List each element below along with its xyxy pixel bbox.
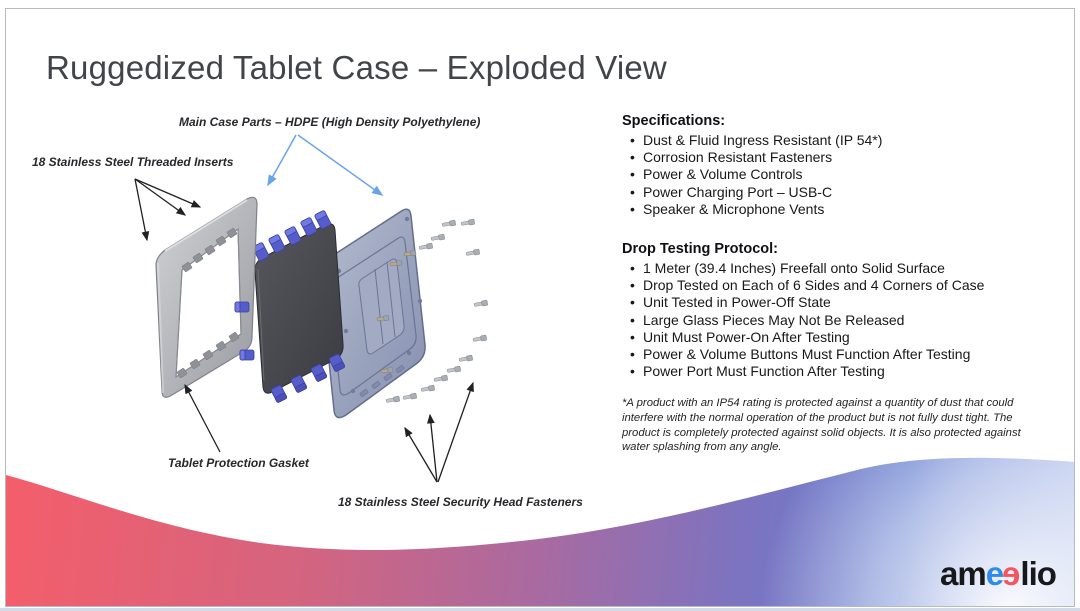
fastener-screws (385, 218, 488, 403)
ameelio-logo: ameelio (940, 555, 1057, 593)
drop-testing-list: 1 Meter (39.4 Inches) Freefall onto Soli… (622, 260, 1047, 381)
drop-testing-item: 1 Meter (39.4 Inches) Freefall onto Soli… (622, 260, 1047, 277)
specification-item: Dust & Fluid Ingress Resistant (IP 54*) (622, 132, 1047, 149)
specification-item: Speaker & Microphone Vents (622, 201, 1047, 218)
specification-item: Power & Volume Controls (622, 166, 1047, 183)
specification-item: Corrosion Resistant Fasteners (622, 149, 1047, 166)
drop-testing-heading: Drop Testing Protocol: (622, 241, 779, 258)
specification-item: Power Charging Port – USB-C (622, 184, 1047, 201)
drop-testing-item: Unit Must Power-On After Testing (622, 329, 1047, 346)
gasket-shape (252, 210, 345, 403)
logo-part-am: am (940, 555, 987, 592)
label-tablet-protection-gasket: Tablet Protection Gasket (168, 456, 309, 470)
exploded-view-diagram (134, 134, 488, 483)
gasket-clips-left (234, 301, 255, 361)
canvas-bottom-strip (0, 608, 1080, 611)
threaded-insert-teeth (176, 228, 240, 378)
slide: Ruggedized Tablet Case – Exploded View 1… (5, 8, 1075, 607)
ip54-footnote: *A product with an IP54 rating is protec… (622, 397, 1021, 454)
drop-testing-item: Large Glass Pieces May Not Be Released (622, 312, 1047, 329)
gasket-clips-bottom (270, 353, 345, 403)
drop-testing-item: Unit Tested in Power-Off State (622, 294, 1047, 311)
leader-arrows-black (134, 178, 474, 483)
front-frame-shape (155, 196, 258, 398)
label-threaded-inserts: 18 Stainless Steel Threaded Inserts (32, 155, 234, 169)
leader-arrows-blue (267, 134, 384, 196)
logo-e-blue: e (985, 555, 1004, 592)
page-title: Ruggedized Tablet Case – Exploded View (46, 49, 667, 86)
drop-testing-item: Power & Volume Buttons Must Function Aft… (622, 346, 1047, 363)
logo-part-lio: lio (1020, 555, 1056, 592)
vent-slots (359, 365, 405, 397)
details-panel: Specifications: Dust & Fluid Ingress Res… (622, 112, 1047, 455)
label-main-case-parts: Main Case Parts – HDPE (High Density Pol… (179, 115, 481, 129)
label-security-head-fasteners: 18 Stainless Steel Security Head Fastene… (338, 495, 583, 509)
drop-testing-item: Power Port Must Function After Testing (622, 363, 1047, 380)
back-case-shape (319, 208, 426, 419)
specifications-heading: Specifications: (622, 113, 726, 129)
drop-testing-item: Drop Tested on Each of 6 Sides and 4 Cor… (622, 277, 1047, 294)
case-screw-posts (376, 250, 417, 374)
specifications-list: Dust & Fluid Ingress Resistant (IP 54*)C… (622, 132, 1047, 218)
logo-e-red-reversed: e (1003, 555, 1021, 592)
wave-decoration (6, 457, 1074, 606)
